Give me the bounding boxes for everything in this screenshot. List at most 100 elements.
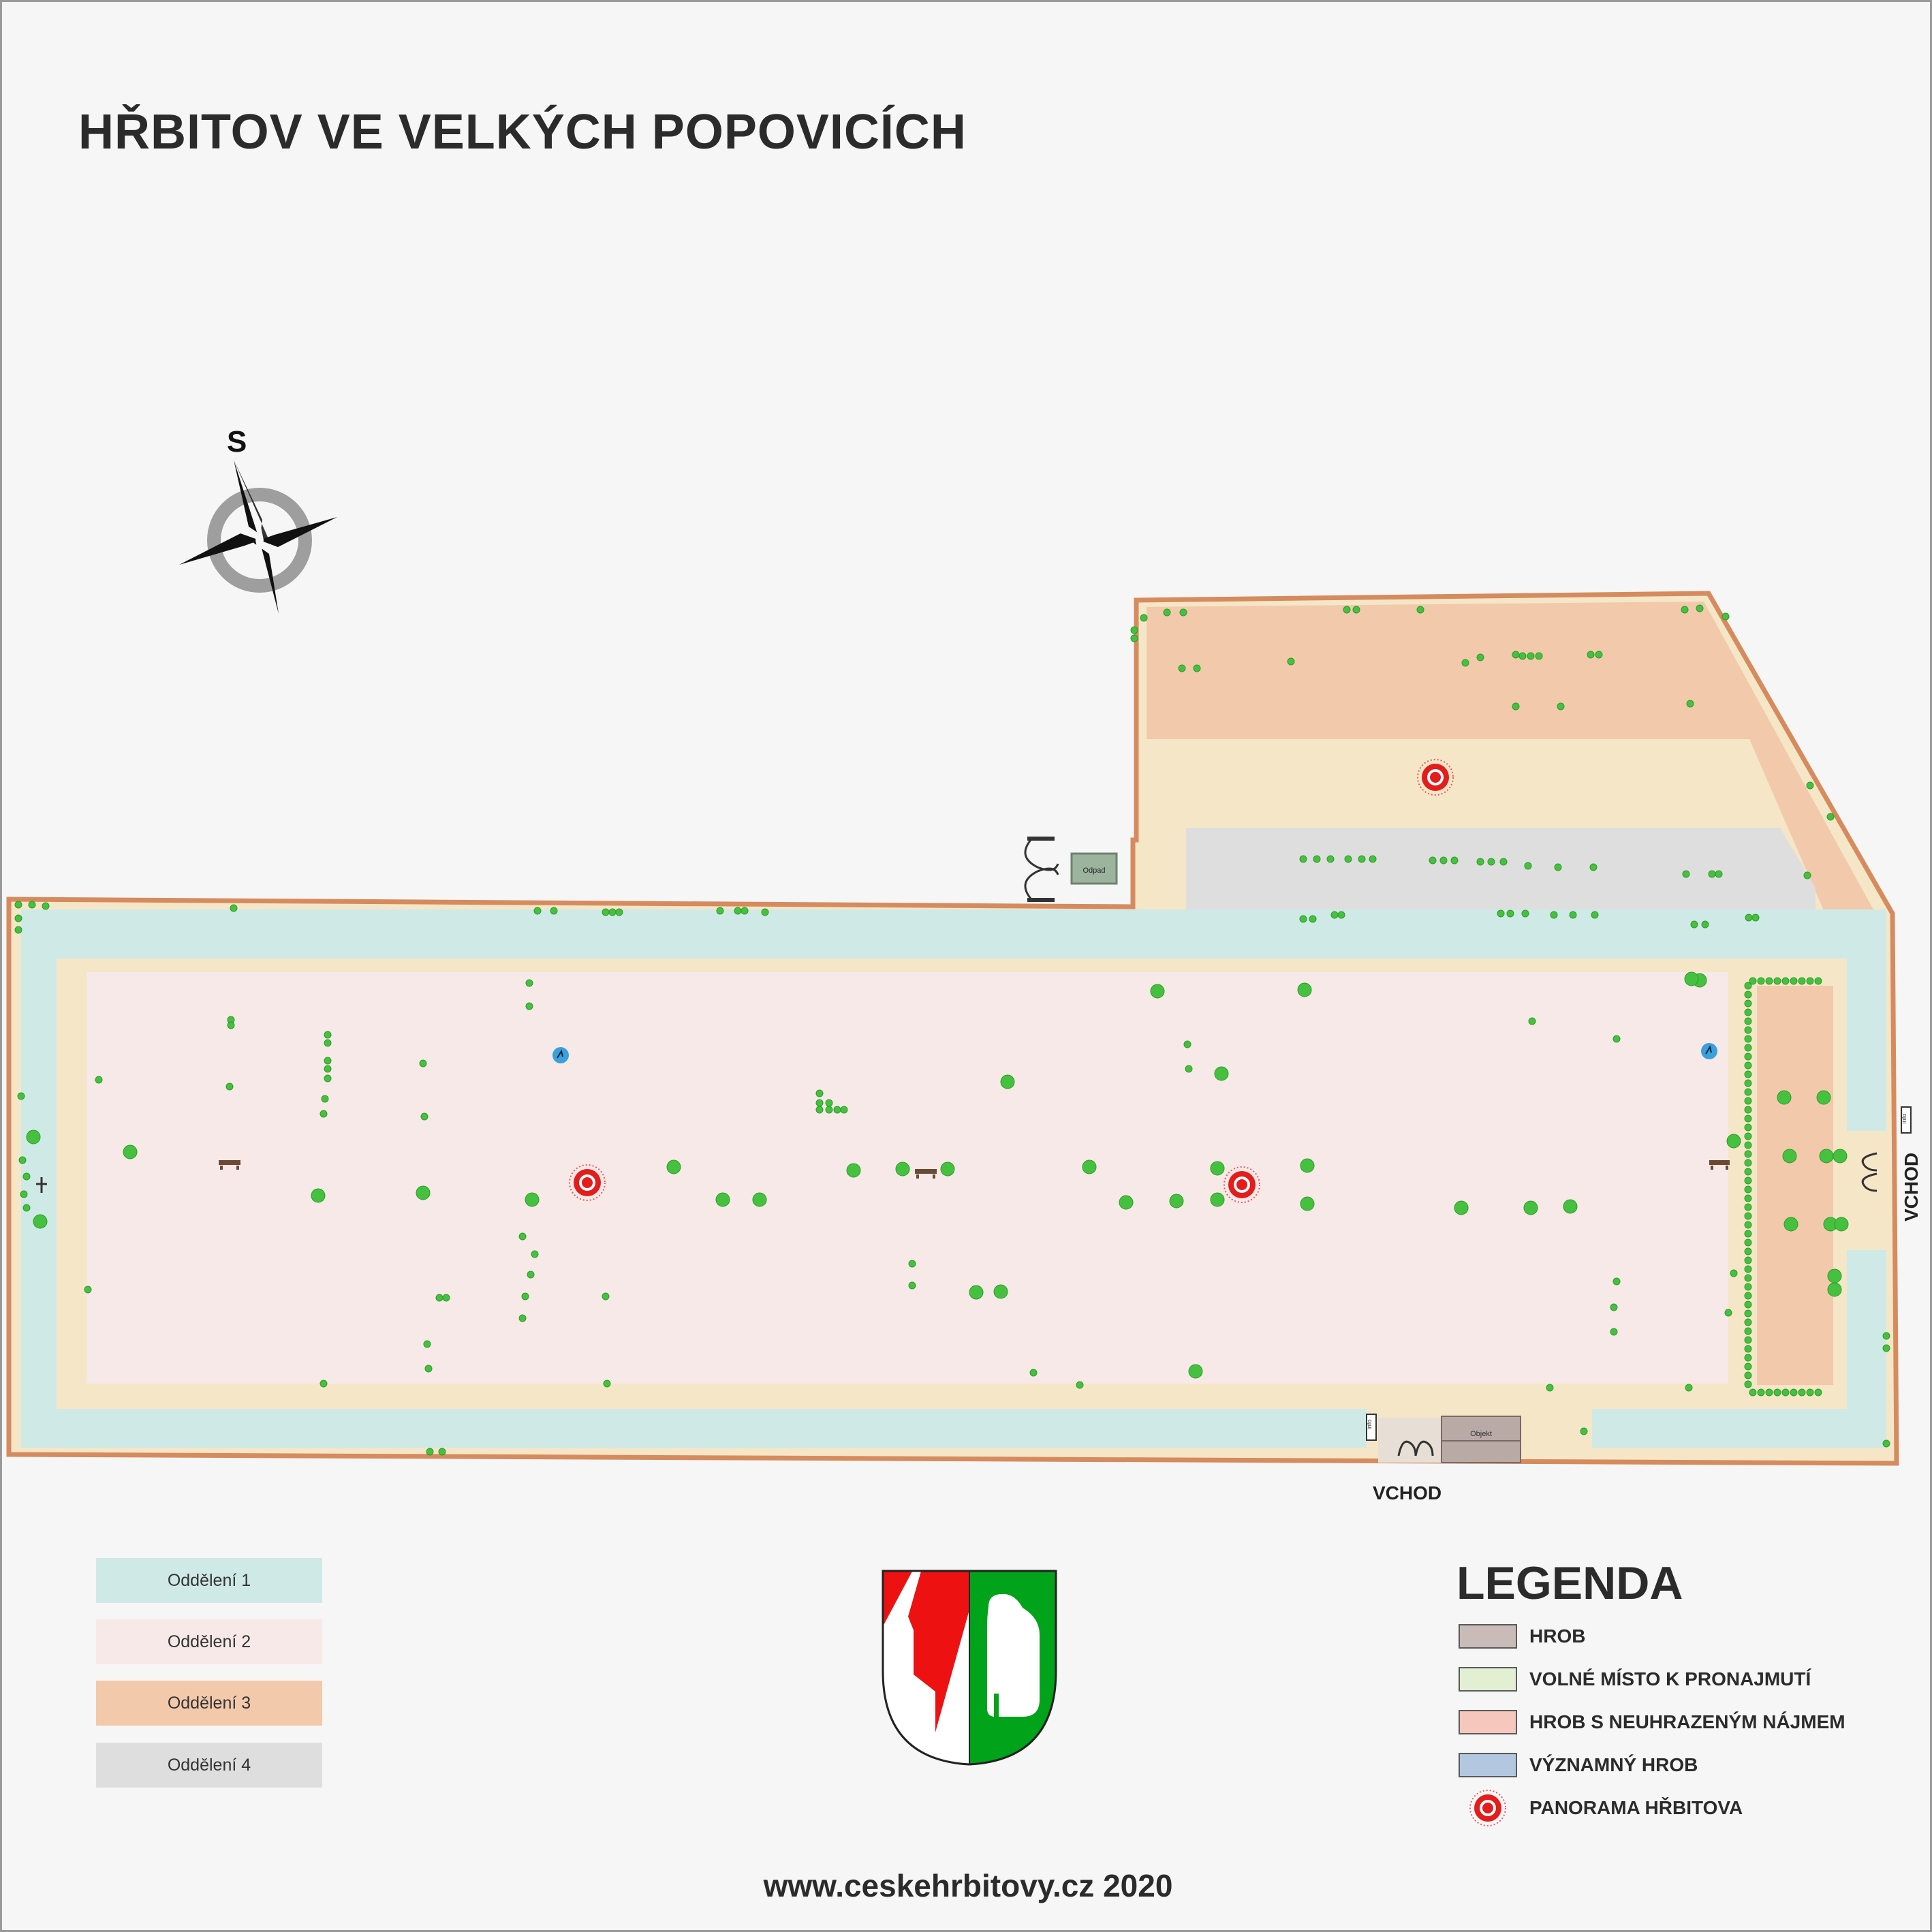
tree-icon xyxy=(1499,858,1508,866)
tree-icon xyxy=(1744,1070,1752,1078)
tree-icon xyxy=(1554,863,1562,871)
legend-label: VÝZNAMNÝ HROB xyxy=(1529,1754,1698,1775)
tree-icon xyxy=(1439,856,1448,864)
tree-icon xyxy=(1834,1217,1849,1232)
tree-icon xyxy=(1313,855,1321,863)
tree-icon xyxy=(1744,1088,1752,1096)
tree-icon xyxy=(1193,664,1201,672)
section-3-label: Oddělení 3 xyxy=(167,1693,251,1713)
tree-icon xyxy=(1352,606,1360,614)
tree-icon xyxy=(846,1163,861,1178)
tree-icon xyxy=(1358,855,1366,863)
tree-icon xyxy=(1309,915,1317,923)
tree-icon xyxy=(1610,1303,1618,1311)
tree-icon xyxy=(1790,1388,1798,1397)
tree-icon xyxy=(1497,909,1505,918)
tree-icon xyxy=(123,1144,138,1159)
tree-icon xyxy=(320,1110,328,1118)
tree-icon xyxy=(42,902,50,910)
tree-icon xyxy=(1535,652,1543,660)
tree-icon xyxy=(435,1294,443,1302)
tree-icon xyxy=(14,901,22,909)
tree-icon xyxy=(1454,1200,1469,1215)
bench-icon xyxy=(219,1160,240,1170)
tree-icon xyxy=(1790,977,1798,985)
tree-icon xyxy=(33,1214,48,1229)
tree-icon xyxy=(1487,858,1495,866)
tree-icon xyxy=(84,1286,92,1294)
tree-icon xyxy=(1749,1388,1757,1397)
tree-icon xyxy=(1685,1384,1693,1392)
tree-icon xyxy=(1210,1161,1225,1176)
tree-icon xyxy=(1724,1309,1732,1317)
section-3-area xyxy=(1147,602,1886,935)
tree-icon xyxy=(1744,1380,1752,1388)
tree-icon xyxy=(1287,657,1295,666)
tree-icon xyxy=(1744,1265,1752,1273)
tree-icon xyxy=(1715,870,1723,878)
footer-url: www.ceskehrbitovy.cz 2020 xyxy=(763,1868,1173,1903)
tree-icon xyxy=(1527,652,1535,660)
panorama-icon xyxy=(1459,1788,1517,1828)
tree-icon xyxy=(423,1340,431,1348)
tree-icon xyxy=(95,1076,103,1084)
tree-icon xyxy=(1686,700,1694,708)
tree-icon xyxy=(1029,1369,1038,1377)
section-4-label: Oddělení 4 xyxy=(167,1755,251,1775)
tree-icon xyxy=(1744,1044,1752,1052)
section-2-legend: Oddělení 2 xyxy=(96,1619,322,1664)
tree-icon xyxy=(815,1099,824,1107)
tree-icon xyxy=(1730,1269,1738,1277)
building-objekt-label: Objekt xyxy=(1470,1430,1492,1438)
tree-icon xyxy=(324,1031,332,1039)
tree-icon xyxy=(230,904,238,912)
tree-icon xyxy=(1744,1212,1752,1220)
tree-icon xyxy=(1297,982,1312,997)
panorama-icon[interactable] xyxy=(569,1164,606,1201)
tree-icon xyxy=(1744,1194,1752,1202)
tree-icon xyxy=(1450,856,1459,864)
tree-icon xyxy=(225,1082,234,1091)
legend-label: PANORAMA HŘBITOVA xyxy=(1529,1797,1743,1818)
tree-icon xyxy=(1506,909,1514,918)
info-board-bottom xyxy=(1366,1414,1377,1441)
tree-icon xyxy=(527,1271,535,1279)
tree-icon xyxy=(1300,1196,1315,1211)
tree-icon xyxy=(1744,1115,1752,1123)
tree-icon xyxy=(1569,911,1577,919)
section-1-label: Oddělení 1 xyxy=(167,1570,251,1590)
tree-icon xyxy=(28,901,36,909)
panorama-icon[interactable] xyxy=(1417,759,1454,796)
tree-icon xyxy=(1833,1149,1848,1164)
tree-icon xyxy=(1765,977,1773,985)
tree-icon xyxy=(1744,1061,1752,1070)
tree-icon xyxy=(324,1065,332,1073)
section-1-bottom-right xyxy=(1592,1409,1886,1448)
tree-icon xyxy=(715,1192,730,1207)
tree-icon xyxy=(1612,1277,1621,1286)
tree-icon xyxy=(895,1162,910,1177)
cross-icon xyxy=(36,1177,47,1193)
tree-icon xyxy=(1326,855,1335,863)
section-1-right-top xyxy=(1847,909,1886,1131)
coat-of-arms-logo xyxy=(882,1570,1057,1766)
gate-icon xyxy=(1397,1440,1434,1456)
tree-icon xyxy=(227,1021,235,1029)
tree-icon xyxy=(1751,914,1760,922)
tree-icon xyxy=(1781,1388,1790,1397)
tree-icon xyxy=(1765,1388,1773,1397)
tree-icon xyxy=(969,1285,984,1300)
tree-icon xyxy=(1589,863,1598,871)
tree-icon xyxy=(1521,909,1529,918)
tree-icon xyxy=(1744,1292,1752,1300)
tree-icon xyxy=(416,1185,431,1200)
entrance-label-right: VCHOD xyxy=(1901,1152,1922,1221)
tree-icon xyxy=(1745,914,1753,922)
tree-icon xyxy=(1119,1195,1134,1210)
tree-icon xyxy=(1550,911,1558,919)
tree-icon xyxy=(1744,1008,1752,1016)
gate-icon-odpad xyxy=(1024,837,1059,902)
tree-icon xyxy=(1076,1381,1084,1389)
panorama-icon[interactable] xyxy=(1224,1166,1260,1203)
info-label-bottom: info xyxy=(1366,1420,1373,1430)
